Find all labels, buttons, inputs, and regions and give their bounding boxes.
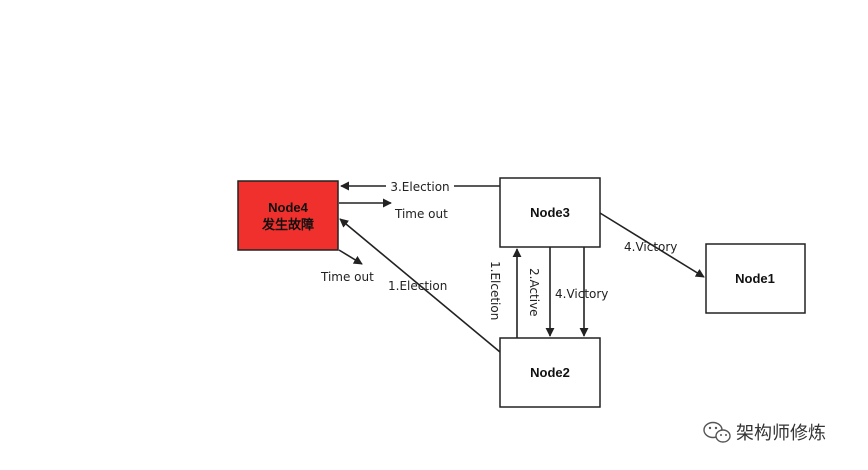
node3: Node3 bbox=[499, 177, 601, 248]
edge-active-2-label: 2.Active bbox=[527, 268, 541, 317]
wechat-icon bbox=[703, 421, 731, 443]
node2: Node2 bbox=[499, 337, 601, 408]
edge-elcetion-1-vert-label: 1.Elcetion bbox=[488, 261, 502, 320]
node1: Node1 bbox=[705, 243, 806, 314]
edge-timeout-down: Time out bbox=[320, 249, 374, 284]
node4-name: Node4 bbox=[268, 200, 309, 215]
edge-active-2: 2.Active bbox=[527, 247, 555, 337]
node1-box bbox=[705, 243, 806, 314]
node4: Node4 发生故障 bbox=[237, 180, 339, 251]
node4-box bbox=[237, 180, 339, 251]
edge-timeout-down-arrow bbox=[338, 249, 363, 265]
edge-victory-4-down: 4.Victory bbox=[555, 247, 608, 337]
watermark-text: 架构师修炼 bbox=[736, 423, 826, 444]
edge-elcetion-1-vert: 1.Elcetion bbox=[488, 248, 522, 338]
edge-victory-4-diag-arrow bbox=[599, 212, 705, 278]
edge-victory-4-down-label: 4.Victory bbox=[555, 287, 608, 301]
node2-box bbox=[499, 337, 601, 408]
edge-timeout-down-label: Time out bbox=[320, 270, 374, 284]
node2-name: Node2 bbox=[530, 365, 570, 380]
edge-election-3: 3.Election bbox=[340, 180, 500, 194]
edge-timeout-right: Time out bbox=[339, 198, 448, 221]
edge-election-1-diag: 1.Election bbox=[339, 218, 501, 353]
node3-name: Node3 bbox=[530, 205, 570, 220]
edge-election-3-label: 3.Election bbox=[390, 180, 449, 194]
watermark: 架构师修炼 bbox=[703, 421, 826, 444]
node3-box bbox=[499, 177, 601, 248]
edge-victory-4-diag: 4.Victory bbox=[599, 212, 705, 278]
node4-status: 发生故障 bbox=[261, 217, 314, 232]
edge-victory-4-diag-label: 4.Victory bbox=[624, 240, 677, 254]
edge-election-1-diag-label: 1.Election bbox=[388, 279, 447, 293]
edge-election-1-diag-arrow bbox=[339, 218, 501, 353]
edge-timeout-right-label: Time out bbox=[394, 207, 448, 221]
node1-name: Node1 bbox=[735, 271, 775, 286]
